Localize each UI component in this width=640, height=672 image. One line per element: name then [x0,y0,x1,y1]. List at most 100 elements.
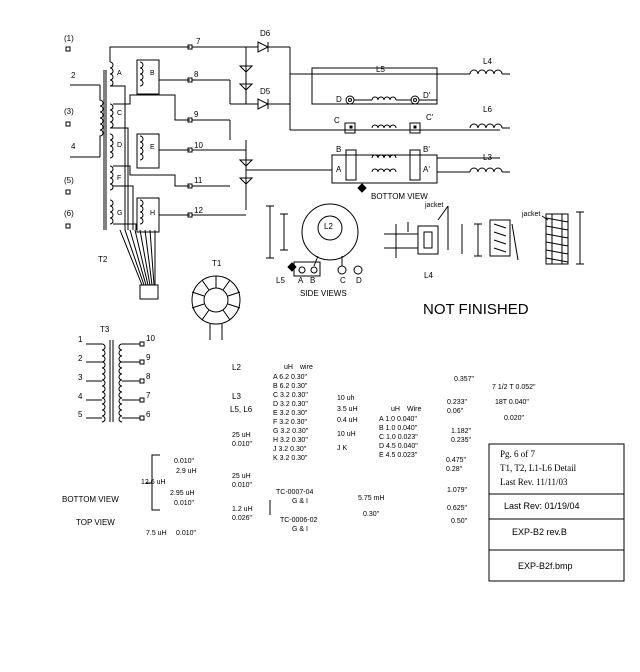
table1-row: B 6.2 0.30" [273,383,308,390]
coil-d: D [117,142,123,149]
left-note-1: 0.010" [174,458,195,465]
right-value-9: 0.625" [447,505,468,512]
left-note-6: 7.5 uH [146,530,167,537]
right-value-10: 0.50" [451,518,468,525]
pin-4: 4 [71,142,76,151]
t3-pin-10: 10 [146,334,155,343]
mh-note: 5.75 mH [358,495,385,502]
coil-b: B [150,70,155,77]
pin-1: (1) [64,34,74,43]
gi-1: G & I [292,498,308,505]
mid-note-b1: 25 uH [232,473,251,480]
table1-row: J 3.2 0.30" [273,446,307,453]
label-l3: L3 [483,153,492,162]
left-note-2: 2.9 uH [176,468,197,475]
right-value-2: 0.233" [447,399,468,406]
right-value-7: 0.28" [446,466,463,473]
l3-b-prime: B' [423,145,430,154]
right-value-6: 0.475" [446,457,467,464]
table1-row: F 3.2 0.30" [273,419,308,426]
bottom-view-note: BOTTOM VIEW [62,495,119,504]
mid-note-a2: 0.010" [232,441,253,448]
side-pin-b: B [310,276,316,285]
table2-uh-header: uH [391,406,400,413]
table1-wire-header: wire [300,364,313,371]
wire-8: 8 [194,70,199,79]
label-l6: L6 [483,105,492,114]
table1-row: H 3.2 0.30" [273,437,308,444]
pin-2: 2 [71,71,76,80]
l5l6-text: L5, L6 [230,405,253,414]
t3-transformer [86,340,145,423]
pin-3: (3) [64,107,74,116]
t3-pin-8: 8 [146,372,151,381]
wire-10: 10 [194,141,203,150]
table1-row: D 3.2 0.30" [273,401,308,408]
t3-label: T3 [100,325,110,334]
wire-9: 9 [194,110,199,119]
side-pin-c: C [340,276,346,285]
t2-secondary-coils [109,59,160,233]
l2-text: L2 [232,363,241,372]
last-rev-top: Last Rev. 11/11/03 [500,477,568,487]
table1-row: E 3.2 0.30" [273,410,308,417]
left-brackets [146,454,160,511]
table1-uh-header: uH [284,364,293,371]
jacket-coils [474,211,584,265]
mid-note-b2: 0.010" [232,482,253,489]
side-pin-a: A [298,276,304,285]
pin-6: (6) [64,209,74,218]
left-note-7: 0.010" [176,530,197,537]
tc-0007-04: TC-0007-04 [276,489,314,496]
t3-pin-2: 2 [78,354,83,363]
top-view-note: TOP VIEW [76,518,115,527]
mid-note-c2: 0.026" [232,515,253,522]
right-value-3: 0.06" [447,408,464,415]
l3-b: B [336,145,342,154]
mid-value-3: 0.4 uH [337,417,358,424]
l5-d: D [336,95,342,104]
right-value-1: 0.357" [454,376,475,383]
table2-wire-header: Wire [407,406,422,413]
l3-text: L3 [232,392,241,401]
l2-side-label: L2 [324,222,333,231]
left-note-3: 12.6 uH [141,479,166,486]
coil-f: F [117,175,122,182]
table2-row: C 1.0 0.023" [379,434,418,441]
table1-row: G 3.2 0.30" [273,428,309,435]
output-inductors [290,67,510,193]
t3-pin-4: 4 [78,392,83,401]
t3-pin-3: 3 [78,373,83,382]
wire-7: 7 [196,37,201,46]
right-value-8: 1.079" [447,487,468,494]
mid-note-c1: 1.2 uH [232,506,253,513]
right-value-4: 1.182" [451,428,472,435]
terminals [187,44,193,218]
l6-c: C [334,116,340,125]
coil-c: C [117,110,123,117]
pin-5: (5) [64,176,74,185]
l2-side-view [266,203,363,277]
l6-c-prime: C' [426,113,434,122]
mid-value-2: 3.5 uH [337,406,358,413]
mid-note-a1: 25 uH [232,432,251,439]
table2-row: B 1.0 0.040" [379,425,418,432]
file-name: EXP-B2f.bmp [518,561,573,571]
coil-e: E [150,144,155,151]
table1-row: C 3.2 0.30" [273,392,308,399]
side-views-label: SIDE VIEWS [300,289,347,298]
coil-g: G [117,210,123,217]
label-l5: L5 [376,65,385,74]
coil-h: H [150,210,156,217]
coil-a: A [117,70,122,77]
t2-wiring [109,46,190,300]
table2-row: A 1.0 0.040" [379,416,417,423]
t3-pin-7: 7 [146,391,151,400]
l5-d-prime: D' [423,91,431,100]
t1-label: T1 [212,259,222,268]
turns-2: 18T 0.040" [495,399,529,406]
gi-2: G & I [292,526,308,533]
t2-label: T2 [98,255,108,264]
right-value-5: 0.235" [451,437,472,444]
